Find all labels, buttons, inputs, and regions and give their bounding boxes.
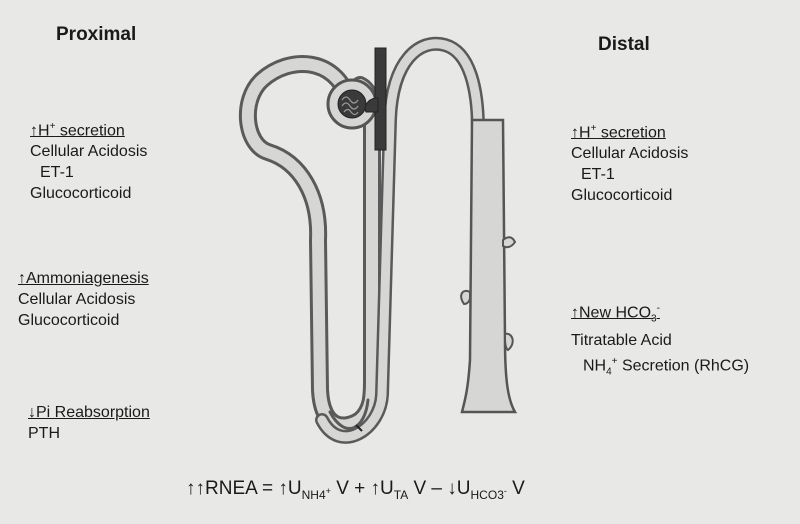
distal-h-item: ET-1 — [571, 164, 688, 185]
proximal-heading: Proximal — [56, 24, 136, 46]
distal-new-hco3-block: ↑New HCO3- Titratable Acid NH4+ Secretio… — [571, 298, 749, 382]
proximal-pi-item: PTH — [28, 423, 150, 444]
proximal-h-item: Cellular Acidosis — [30, 141, 147, 162]
distal-h-secretion-block: ↑H+ secretion Cellular Acidosis ET-1 Glu… — [571, 118, 688, 206]
duct-branch — [503, 237, 515, 247]
distal-heading: Distal — [598, 34, 650, 56]
distal-h-item: Glucocorticoid — [571, 185, 688, 206]
distal-h-item: Cellular Acidosis — [571, 143, 688, 164]
proximal-h-secretion-block: ↑H+ secretion Cellular Acidosis ET-1 Glu… — [30, 116, 147, 204]
duct-branch — [461, 291, 470, 304]
proximal-pi-block: ↓Pi Reabsorption PTH — [28, 402, 150, 444]
distal-h-secretion-heading: ↑H+ secretion — [571, 118, 688, 143]
proximal-amm-item: Cellular Acidosis — [18, 289, 149, 310]
distal-nh4-item: NH4+ Secretion (RhCG) — [571, 351, 749, 383]
distal-hco3-item: Titratable Acid — [571, 330, 749, 351]
distal-new-hco3-heading: ↑New HCO3- — [571, 298, 749, 330]
collecting-duct — [462, 120, 515, 412]
rnea-equation: ↑↑RNEA = ↑UNH4+ V + ↑UTA V – ↓UHCO3- V — [186, 478, 525, 502]
proximal-h-item: ET-1 — [30, 162, 147, 183]
proximal-amm-item: Glucocorticoid — [18, 310, 149, 331]
proximal-ammoniagenesis-block: ↑Ammoniagenesis Cellular Acidosis Glucoc… — [18, 268, 149, 331]
proximal-ammoniagenesis-heading: ↑Ammoniagenesis — [18, 268, 149, 289]
proximal-h-item: Glucocorticoid — [30, 183, 147, 204]
proximal-h-secretion-heading: ↑H+ secretion — [30, 116, 147, 141]
proximal-pi-heading: ↓Pi Reabsorption — [28, 402, 150, 423]
duct-branch — [505, 334, 513, 350]
